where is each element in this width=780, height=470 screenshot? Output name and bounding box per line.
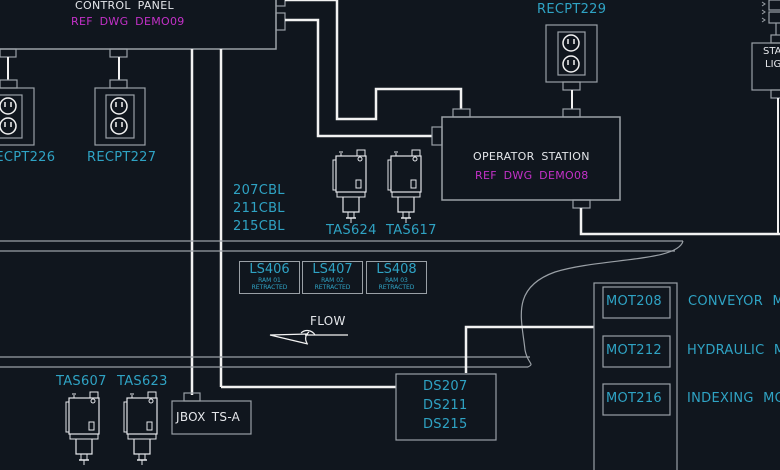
limit-switch-id: LS406 xyxy=(249,262,290,277)
operator-station-terminal xyxy=(562,108,581,118)
limit-switch-ls407[interactable]: LS407 RAM 02 RETRACTED xyxy=(302,261,363,294)
operator-station-terminal xyxy=(572,199,591,209)
receptacle-terminal xyxy=(109,48,128,58)
motor-description: INDEXING MO xyxy=(687,391,780,406)
motor-enclosure xyxy=(593,282,678,470)
receptacle-label: RECPT227 xyxy=(87,150,157,165)
limit-switch-id: LS407 xyxy=(312,262,353,277)
motor-id: MOT216 xyxy=(606,391,663,406)
receptacle-terminal xyxy=(562,81,581,91)
operator-station-title: OPERATOR STATION xyxy=(473,150,590,163)
disconnect-label: DS215 xyxy=(423,417,468,432)
stack-light-box[interactable] xyxy=(751,42,780,91)
receptacle-terminal xyxy=(109,79,128,89)
stack-light-lamp xyxy=(768,11,780,24)
limit-switch-state: RETRACTED xyxy=(251,284,288,291)
receptacle-terminal xyxy=(0,48,17,58)
motor-box-208[interactable] xyxy=(602,286,671,319)
receptacle-label: RECPT229 xyxy=(537,2,607,17)
sensor-label: TAS607 xyxy=(56,374,107,389)
outlet-icon xyxy=(110,117,128,135)
wire xyxy=(285,18,432,138)
sensor-label: TAS624 xyxy=(326,223,377,238)
stack-light-terminal xyxy=(770,89,780,99)
operator-station-box[interactable] xyxy=(441,116,621,201)
disconnect-label: DS211 xyxy=(423,398,468,413)
limit-switch-desc: RAM 03 xyxy=(385,277,408,284)
outlet-icon xyxy=(562,55,580,73)
motor-description: CONVEYOR M xyxy=(688,294,780,309)
receptacle-plate xyxy=(105,94,135,139)
pressure-switch-icon[interactable] xyxy=(387,149,422,223)
control-panel-terminal xyxy=(275,0,286,7)
limit-switch-desc: RAM 02 xyxy=(321,277,344,284)
motor-id: MOT208 xyxy=(606,294,663,309)
wire xyxy=(285,0,463,121)
sensor-group xyxy=(65,149,422,465)
light-rays-icon xyxy=(761,1,766,23)
operator-station-ref: REF DWG DEMO08 xyxy=(475,169,589,182)
pressure-switch-icon[interactable] xyxy=(332,149,367,223)
limit-switch-state: RETRACTED xyxy=(378,284,415,291)
flow-arrow-icon xyxy=(269,329,348,345)
receptacle-plate xyxy=(557,31,586,76)
disconnects-box[interactable] xyxy=(395,373,497,441)
sensor-label: TAS623 xyxy=(117,374,168,389)
flow-label: FLOW xyxy=(310,314,346,328)
outlet-icon xyxy=(0,117,17,135)
wire xyxy=(579,208,780,236)
motor-box-212[interactable] xyxy=(602,335,671,368)
receptacle-plate xyxy=(0,94,23,139)
control-panel-title: CONTROL PANEL xyxy=(75,0,174,12)
receptacle-229[interactable] xyxy=(545,24,598,83)
motor-id: MOT212 xyxy=(606,343,663,358)
limit-switch-id: LS408 xyxy=(376,262,417,277)
receptacle-label: RECPT226 xyxy=(0,150,56,165)
wire xyxy=(464,325,594,373)
limit-switch-state: RETRACTED xyxy=(314,284,351,291)
cable-label: 207CBL xyxy=(233,183,285,198)
receptacle-terminal xyxy=(0,79,18,89)
stack-light-lamp xyxy=(768,0,780,11)
operator-station-terminal xyxy=(452,108,471,118)
outlet-icon xyxy=(0,97,17,115)
limit-switch-ls408[interactable]: LS408 RAM 03 RETRACTED xyxy=(366,261,427,294)
control-panel-ref: REF DWG DEMO09 xyxy=(71,15,185,28)
receptacle-226[interactable] xyxy=(0,87,35,146)
outlet-icon xyxy=(110,97,128,115)
pressure-switch-icon[interactable] xyxy=(65,391,100,465)
sensor-label: TAS617 xyxy=(386,223,437,238)
receptacle-227[interactable] xyxy=(94,87,146,146)
cable-label: 211CBL xyxy=(233,201,285,216)
limit-switch-desc: RAM 01 xyxy=(258,277,281,284)
control-panel-terminal xyxy=(275,12,286,31)
jbox-label: JBOX TS-A xyxy=(176,410,241,424)
stack-light-terminal xyxy=(770,34,780,44)
stack-light-label-2: LIG xyxy=(765,59,780,70)
motor-description: HYDRAULIC M xyxy=(687,343,780,358)
outlet-icon xyxy=(562,34,580,52)
jbox-box[interactable] xyxy=(171,400,252,435)
limit-switch-ls406[interactable]: LS406 RAM 01 RETRACTED xyxy=(239,261,300,294)
disconnect-label: DS207 xyxy=(423,379,468,394)
break-line xyxy=(520,240,684,368)
operator-station-terminal xyxy=(431,126,443,146)
pressure-switch-icon[interactable] xyxy=(123,391,158,465)
stack-light-label-1: STA xyxy=(763,46,780,57)
cable-label: 215CBL xyxy=(233,219,285,234)
motor-box-216[interactable] xyxy=(602,383,671,416)
